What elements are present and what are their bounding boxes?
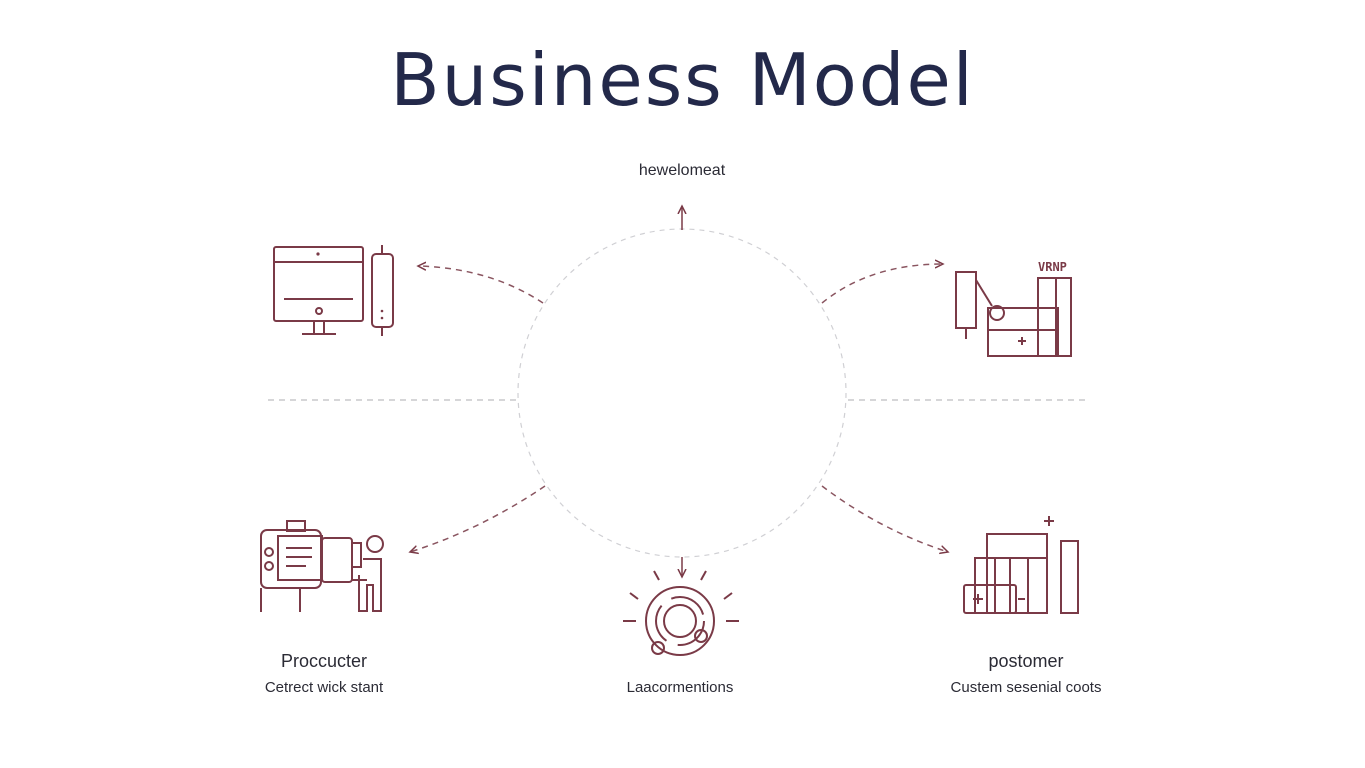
worker-machine-icon	[260, 520, 384, 612]
bottom-left-node-name: Proccucter	[280, 651, 368, 671]
bottom-left-connector	[410, 485, 546, 552]
bottom-center-node-description: Laacormentions	[626, 679, 734, 696]
top-node-label: hewelomeat	[638, 162, 726, 179]
top-right-connector	[821, 264, 943, 304]
machine-sign-label: VRNP	[1038, 260, 1067, 274]
desktop-monitor-icon	[273, 246, 364, 335]
bottom-right-node-description: Custem sesenial coots	[950, 679, 1102, 696]
bottom-left-node-description: Cetrect wick stant	[264, 679, 384, 696]
central-circle	[517, 228, 847, 558]
top-left-connector	[418, 266, 544, 304]
factory-machine-icon: VRNP	[955, 260, 1072, 357]
bottom-right-node-name: postomer	[988, 651, 1064, 671]
stacked-boxes-icon	[963, 516, 1079, 614]
page-title: Business Model	[390, 38, 975, 122]
bottom-right-connector	[821, 485, 948, 552]
cycle-target-icon	[623, 570, 739, 656]
mobile-phone-icon	[371, 245, 394, 336]
